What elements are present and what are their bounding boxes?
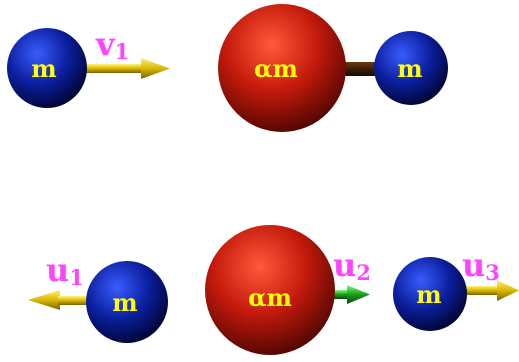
velocity-u2-arrow	[325, 285, 370, 304]
before-collision: m v1 αm m	[7, 4, 448, 132]
incoming-ball	[7, 28, 87, 108]
heavy-ball-after-label: αm	[248, 283, 292, 312]
heavy-ball-before-label: αm	[254, 54, 298, 83]
velocity-u1-label: u1	[46, 251, 84, 290]
velocity-u1-arrow	[28, 290, 92, 310]
velocity-u3-arrow	[455, 280, 519, 301]
heavy-ball-after	[205, 225, 335, 355]
ball-one	[86, 261, 168, 343]
ball-one-label: m	[112, 288, 137, 317]
bound-ball	[374, 31, 448, 105]
incoming-ball-label: m	[31, 54, 56, 83]
heavy-ball-before	[218, 4, 346, 132]
velocity-v1-arrow	[85, 58, 170, 79]
velocity-u3-label: u3	[462, 246, 500, 285]
ball-three-label: m	[416, 280, 441, 309]
ball-three	[393, 257, 467, 331]
after-collision: m u1 αm u2 m u3	[28, 225, 519, 355]
velocity-u2-label: u2	[333, 246, 371, 285]
bound-ball-label: m	[397, 54, 422, 83]
connecting-rod	[345, 62, 381, 76]
velocity-v1-label: v1	[95, 25, 129, 64]
